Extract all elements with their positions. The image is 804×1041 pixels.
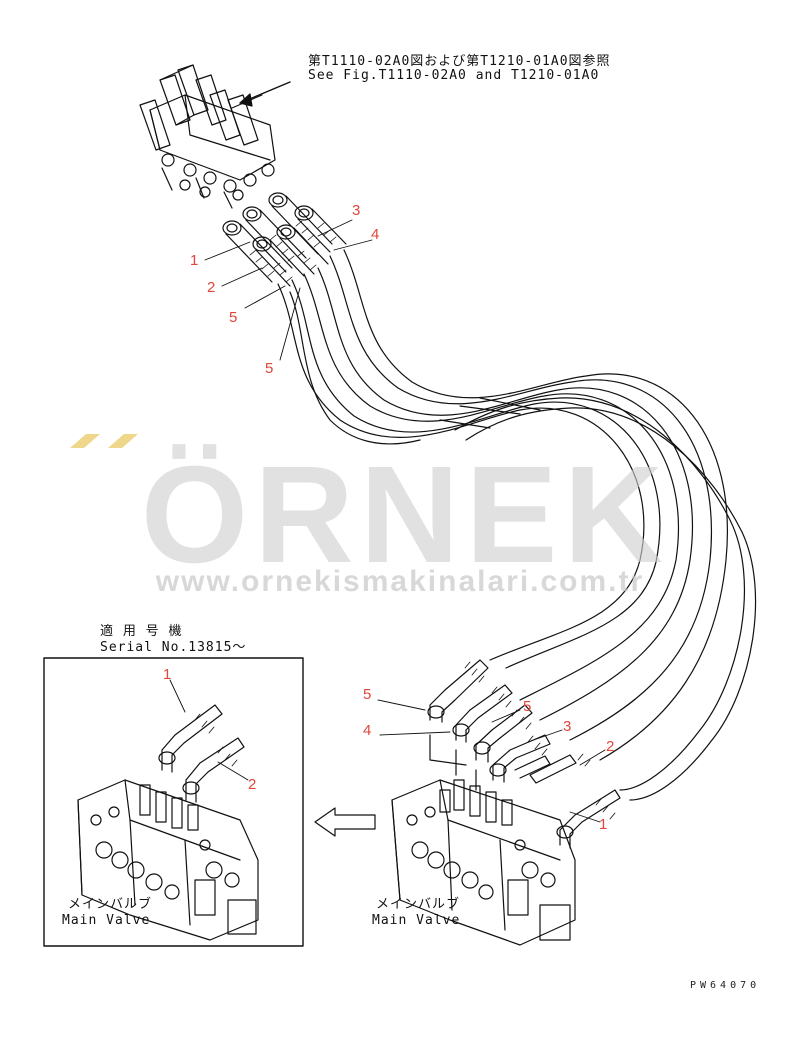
callout-right-5b: 5 — [523, 698, 532, 715]
callout-right-1: 1 — [599, 816, 608, 833]
watermark-brand: ÖRNEK — [140, 438, 670, 592]
callout-top-1: 1 — [190, 252, 199, 269]
callout-top-3: 3 — [352, 202, 361, 219]
watermark-url: www.ornekismakinalari.com.tr — [155, 565, 645, 598]
main-valve-right-en: Main Valve — [372, 913, 461, 928]
callout-top-5b: 5 — [265, 360, 274, 377]
callout-right-3: 3 — [563, 718, 572, 735]
main-valve-left-en: Main Valve — [62, 913, 151, 928]
main-valve-left-jp: メインバルブ — [68, 897, 153, 912]
reference-note-en: See Fig.T1110-02A0 and T1210-01A0 — [308, 68, 600, 83]
top-hose-end-fittings — [222, 192, 347, 287]
main-valve-right-jp: メインバルブ — [376, 897, 461, 912]
reference-note-jp: 第T1110-02A0図および第T1210-01A0図参照 — [308, 54, 611, 69]
callout-inset-2: 2 — [248, 776, 257, 793]
callout-right-5a: 5 — [363, 686, 372, 703]
callout-inset-1: 1 — [163, 666, 172, 683]
upper-fitting-cluster — [139, 64, 291, 209]
serial-note-jp: 適 用 号 機 — [100, 624, 183, 639]
serial-note-en: Serial No.13815～ — [100, 640, 247, 655]
inset-frame — [43, 657, 304, 947]
part-code: PW64070 — [690, 980, 761, 991]
inset-arrow — [314, 807, 376, 837]
hose-bundle — [277, 249, 757, 801]
watermark-umlaut — [70, 434, 138, 448]
callout-top-2: 2 — [207, 279, 216, 296]
callout-top-5a: 5 — [229, 309, 238, 326]
right-main-valve-drawing — [391, 659, 621, 946]
callout-top-4: 4 — [371, 226, 380, 243]
leader-lines — [169, 219, 606, 823]
left-main-valve-drawing — [77, 704, 259, 941]
callout-right-4: 4 — [363, 722, 372, 739]
callout-right-2: 2 — [606, 738, 615, 755]
